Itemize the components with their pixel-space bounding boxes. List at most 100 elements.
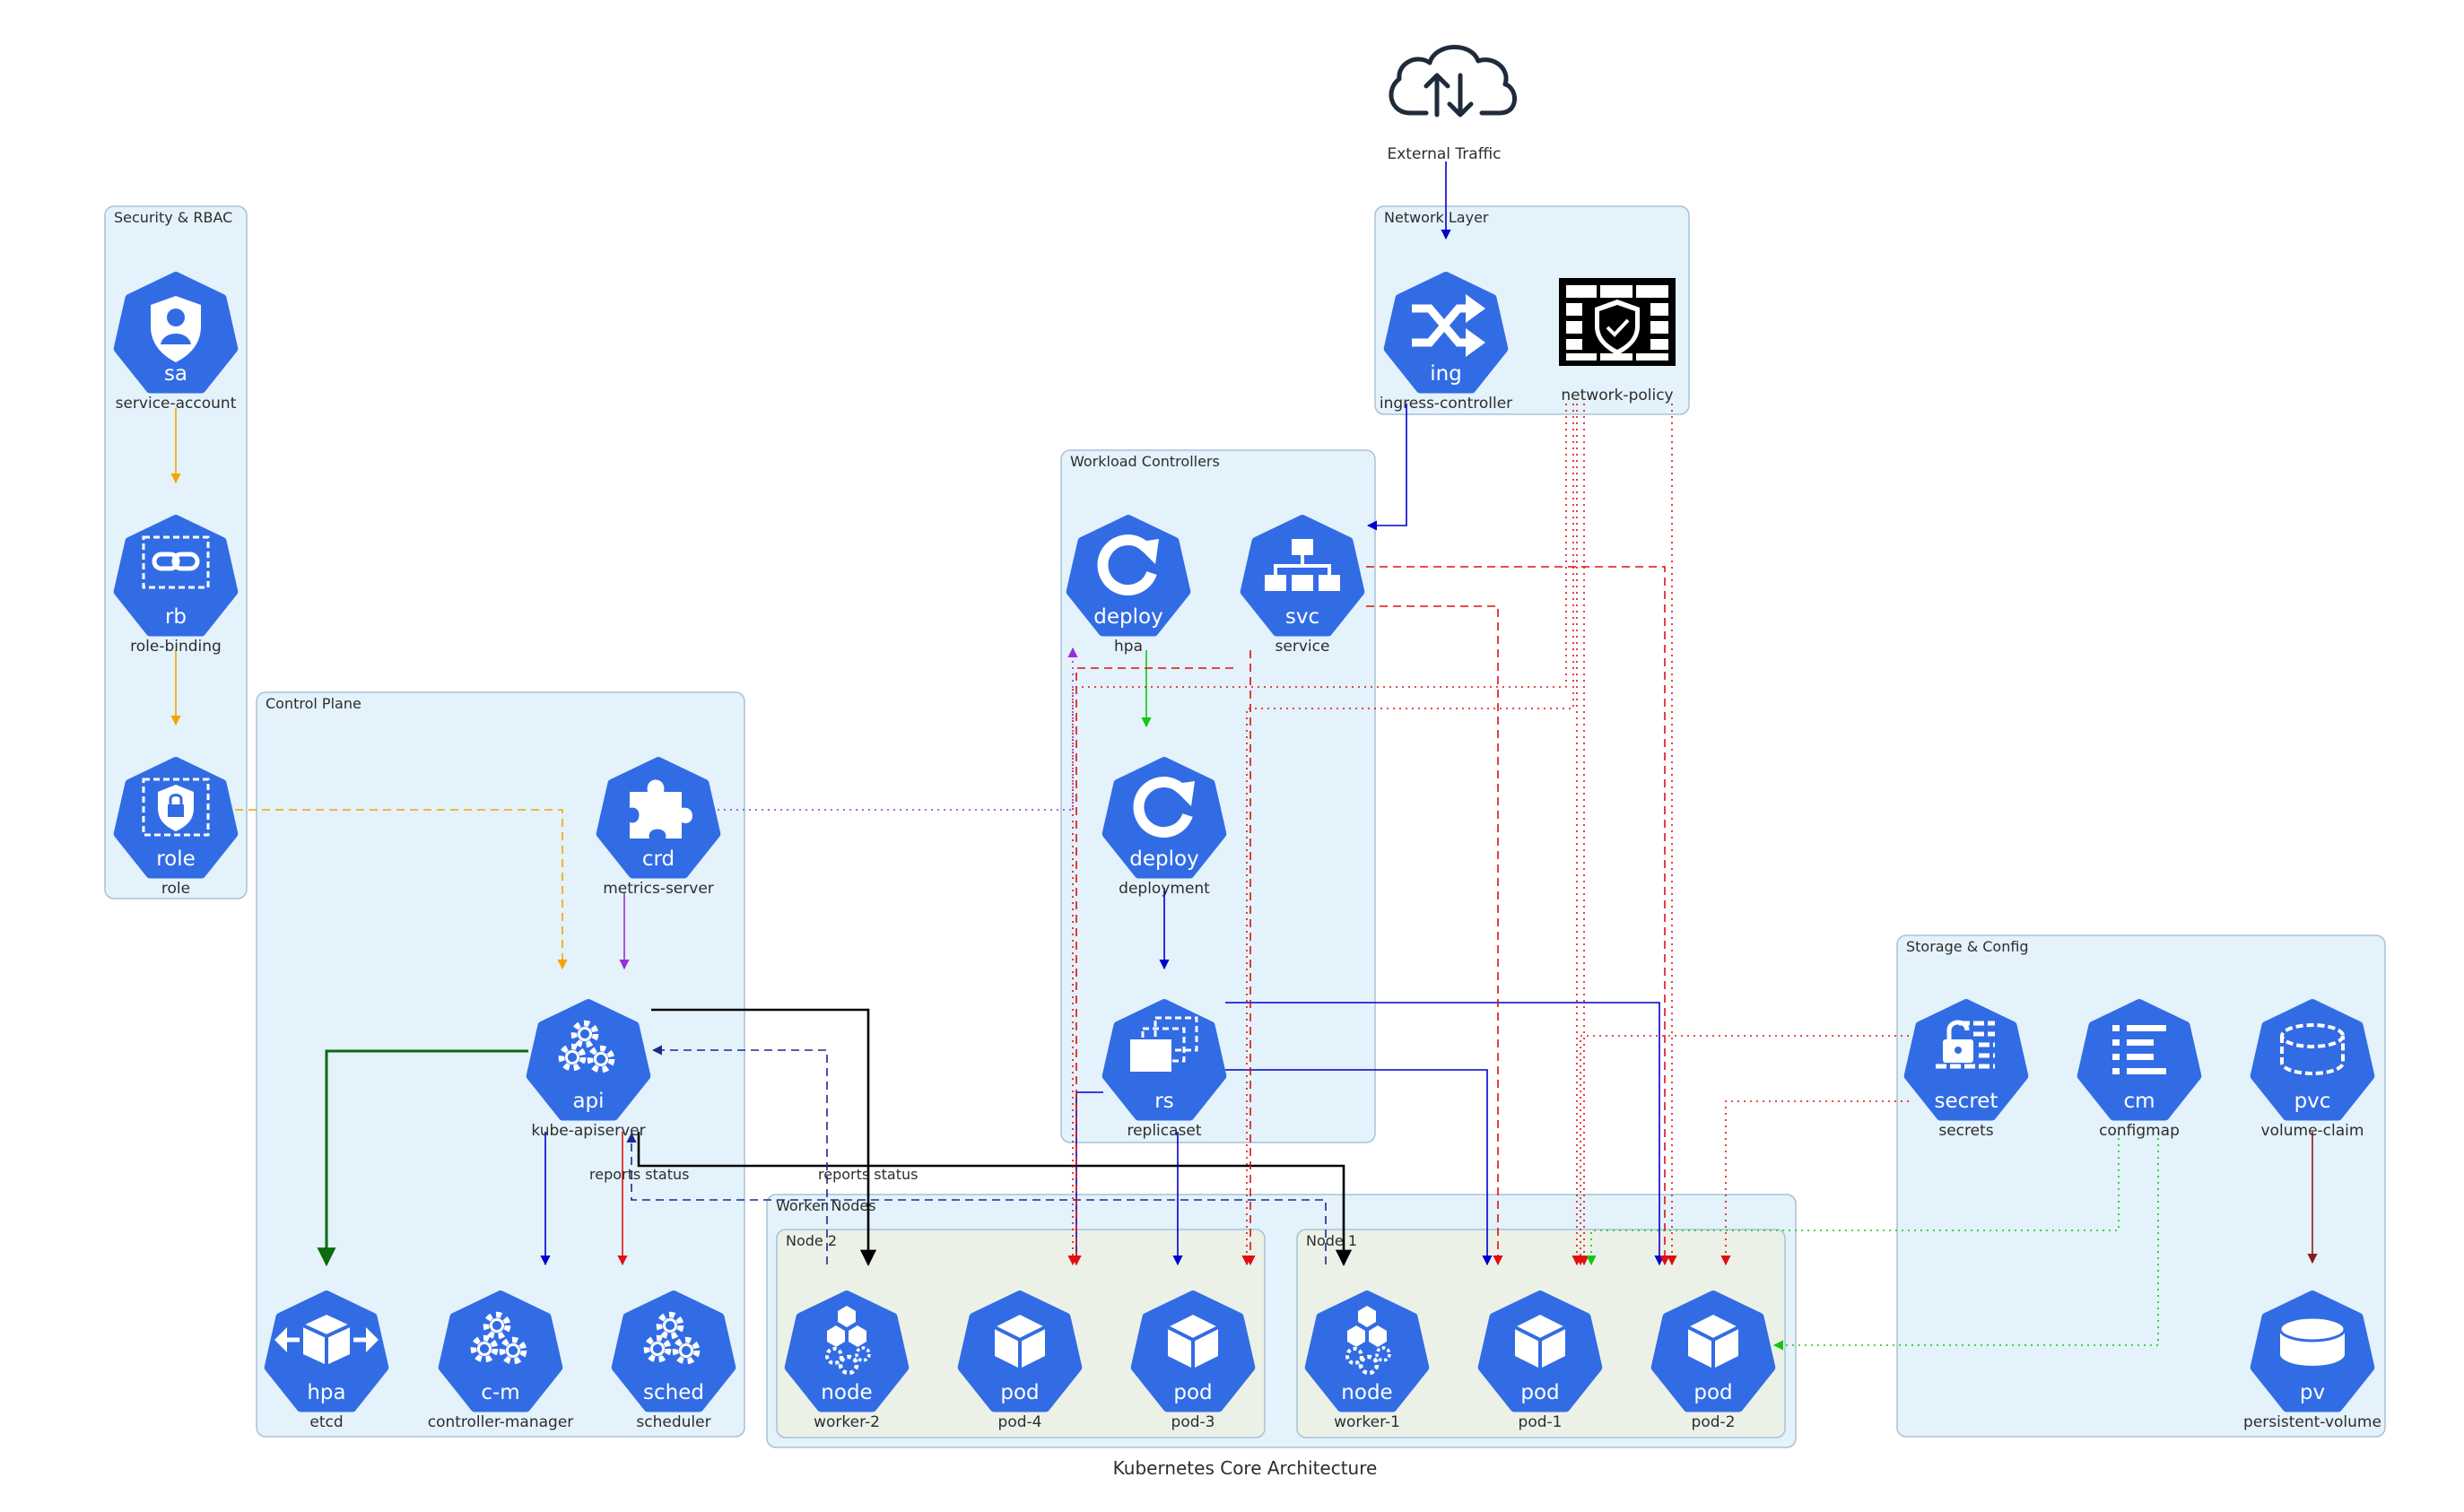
edge-worker2-api [651,1045,828,1264]
worker1-node[interactable]: node worker-1 [1304,1290,1430,1431]
node-label: service [1276,638,1330,656]
node-label: replicaset [1127,1122,1201,1140]
edge-rs-pod2 [1225,1002,1665,1266]
edge-api-worker1 [637,1132,1353,1266]
node-badge-text: secret [1935,1090,1998,1113]
edge-metrics-hpa [718,647,1078,811]
clusters: Security & RBAC Network Layer Workload C… [104,205,2386,1448]
copies-icon [1130,1016,1198,1072]
node-label: worker-2 [814,1413,880,1431]
api-node[interactable]: api kube-apiserver [526,999,651,1140]
edges [170,161,2318,1351]
edge-worker1-api [626,1132,1327,1264]
gears-icon [558,1020,615,1073]
cluster-workers-label: Worker Nodes [776,1197,876,1214]
edge-np-pod3 [1241,404,1574,1266]
network-policy-node[interactable]: network-policy [1559,278,1676,404]
external-traffic-node[interactable]: External Traffic [1387,45,1517,163]
node-badge-text: pv [2300,1381,2325,1404]
lock-shield-icon [142,778,210,837]
node-label: configmap [2099,1122,2180,1140]
edge-api-worker2 [651,1008,877,1266]
dashed-cylinder-icon [2280,1023,2345,1075]
cluster-workload-label: Workload Controllers [1070,453,1220,470]
node-label: metrics-server [603,880,714,898]
node-label: persistent-volume [2243,1413,2381,1431]
firewall-shield-icon [1559,278,1676,366]
node-label: pod-2 [1692,1413,1736,1431]
node-label: hpa [1114,638,1143,656]
user-shield-icon [151,296,201,362]
rotate-icon [1097,534,1159,596]
node-badge-text: crd [642,847,675,871]
metrics-node[interactable]: crd metrics-server [596,757,721,898]
node-badge-text: hpa [307,1381,345,1404]
pod2-node[interactable]: pod pod-2 [1650,1290,1776,1431]
gears-icon [470,1311,527,1365]
node-badge-text: deploy [1093,605,1162,629]
node-badge-text: node [1341,1381,1392,1404]
edge-rs-pod1 [1225,1069,1493,1266]
edge-role-api [235,809,568,970]
diagram-title: Kubernetes Core Architecture [1113,1457,1378,1479]
node-badge-text: api [572,1090,604,1113]
cluster-network-label: Network Layer [1384,209,1489,226]
pv-node[interactable]: pv persistent-volume [2243,1290,2381,1431]
cluster-node1-label: Node 1 [1306,1232,1357,1249]
worker2-node[interactable]: node worker-2 [784,1290,910,1431]
node-label: role [161,880,190,898]
node-label: kube-apiserver [531,1122,645,1140]
shuffle-icon [1412,294,1485,357]
node-badge-text: pod [1173,1381,1212,1404]
pvc-node[interactable]: pvc volume-claim [2250,999,2375,1140]
edge-cm-pod2 [1772,1132,2159,1351]
node-label: role-binding [130,638,222,656]
cube-icon [1514,1315,1566,1369]
node-label: volume-claim [2261,1122,2364,1140]
cube-icon [994,1315,1046,1369]
node-label: ingress-controller [1380,395,1512,413]
node-badge-text: node [821,1381,872,1404]
edge-ingress-service [1366,404,1407,531]
secrets-node[interactable]: secret secrets [1903,999,2029,1140]
replicaset-node[interactable]: rs replicaset [1101,999,1227,1140]
node-badge-text: rs [1154,1090,1173,1113]
node-badge-shape [784,1290,910,1412]
configmap-node[interactable]: cm configmap [2077,999,2202,1140]
cube-icon [1687,1315,1739,1369]
edge-svc-pod2 [1366,566,1670,1266]
edge-secrets-pod1 [1575,1035,1909,1266]
node-label: worker-1 [1334,1413,1400,1431]
node-badge-text: svc [1285,605,1319,629]
node-badge-text: c-m [481,1381,519,1404]
edge-label-reports-2: reports status [818,1166,918,1183]
node-label: scheduler [636,1413,710,1431]
etcd-node[interactable]: hpa etcd [264,1290,389,1431]
cluster-storage-label: Storage & Config [1906,938,2029,955]
node-badge-text: pod [1693,1381,1732,1404]
external-traffic-label: External Traffic [1387,145,1501,163]
node-label: etcd [309,1413,343,1431]
node-badge-text: pod [1520,1381,1559,1404]
node-label: secrets [1938,1122,1993,1140]
node-badge-text: sa [164,362,187,386]
service-node[interactable]: svc service [1240,515,1365,656]
cloud-upload-download-icon [1389,45,1517,117]
node-gears-icon [825,1306,871,1376]
cylinder-icon [2278,1316,2346,1366]
node-badge-text: pvc [2294,1090,2331,1113]
node-badge-text: deploy [1129,847,1198,871]
node-badge-text: cm [2123,1090,2155,1113]
hpa-node[interactable]: deploy hpa [1066,515,1191,656]
